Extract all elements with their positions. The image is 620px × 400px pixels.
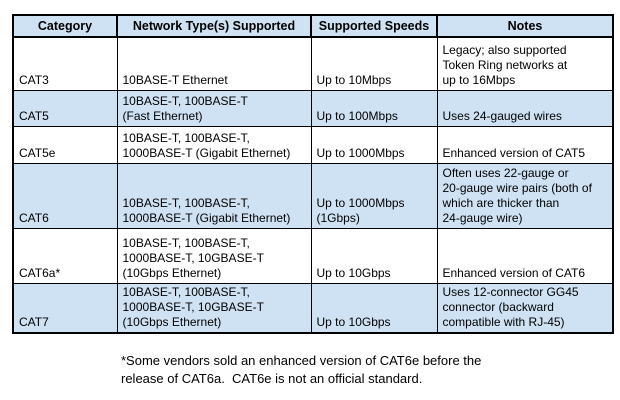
table-body: CAT3 10BASE-T Ethernet Up to 10Mbps Lega… [12, 36, 614, 333]
cell-network-types: 10BASE-T, 100BASE-T (Fast Ethernet) [116, 89, 312, 127]
ethernet-category-table: Category Network Type(s) Supported Suppo… [12, 14, 614, 334]
cell-speeds: Up to 10Gbps [310, 227, 438, 284]
cell-network-types: 10BASE-T, 100BASE-T, 1000BASE-T, 10GBASE… [116, 227, 312, 284]
header-row: Category Network Type(s) Supported Suppo… [12, 14, 614, 38]
table-header: Category Network Type(s) Supported Suppo… [12, 14, 614, 38]
cell-network-types: 10BASE-T, 100BASE-T, 1000BASE-T (Gigabit… [116, 125, 312, 164]
table-row-cat7: CAT7 10BASE-T, 100BASE-T, 1000BASE-T, 10… [12, 282, 614, 333]
cell-category: CAT5 [12, 89, 118, 127]
cell-notes: Uses 12-connector GG45 connector (backwa… [436, 282, 614, 333]
cell-network-types: 10BASE-T, 100BASE-T, 1000BASE-T (Gigabit… [116, 162, 312, 229]
footnote: *Some vendors sold an enhanced version o… [121, 353, 482, 386]
cell-speeds: Up to 10Mbps [310, 36, 438, 91]
cell-notes: Legacy; also supported Token Ring networ… [436, 36, 614, 91]
column-header-category: Category [12, 14, 118, 38]
table-row-cat5e: CAT5e 10BASE-T, 100BASE-T, 1000BASE-T (G… [12, 125, 614, 164]
cell-notes: Uses 24-gauged wires [436, 89, 614, 127]
table-row-cat5: CAT5 10BASE-T, 100BASE-T (Fast Ethernet)… [12, 89, 614, 127]
cell-speeds: Up to 100Mbps [310, 89, 438, 127]
cell-category: CAT6a* [12, 227, 118, 284]
column-header-supported-speeds: Supported Speeds [310, 14, 438, 38]
cell-notes: Enhanced version of CAT6 [436, 227, 614, 284]
cell-speeds: Up to 1000Mbps [310, 125, 438, 164]
cell-speeds: Up to 1000Mbps (1Gbps) [310, 162, 438, 229]
cell-speeds: Up to 10Gbps [310, 282, 438, 333]
cell-category: CAT5e [12, 125, 118, 164]
table-row-cat6a: CAT6a* 10BASE-T, 100BASE-T, 1000BASE-T, … [12, 227, 614, 284]
column-header-notes: Notes [436, 14, 614, 38]
cell-notes: Enhanced version of CAT5 [436, 125, 614, 164]
column-header-network-types: Network Type(s) Supported [116, 14, 312, 38]
cell-category: CAT7 [12, 282, 118, 333]
table-row-cat6: CAT6 10BASE-T, 100BASE-T, 1000BASE-T (Gi… [12, 162, 614, 229]
cell-notes: Often uses 22-gauge or 20-gauge wire pai… [436, 162, 614, 229]
cell-network-types: 10BASE-T, 100BASE-T, 1000BASE-T, 10GBASE… [116, 282, 312, 333]
cell-category: CAT3 [12, 36, 118, 91]
cell-network-types: 10BASE-T Ethernet [116, 36, 312, 91]
cell-category: CAT6 [12, 162, 118, 229]
table-row-cat3: CAT3 10BASE-T Ethernet Up to 10Mbps Lega… [12, 36, 614, 91]
